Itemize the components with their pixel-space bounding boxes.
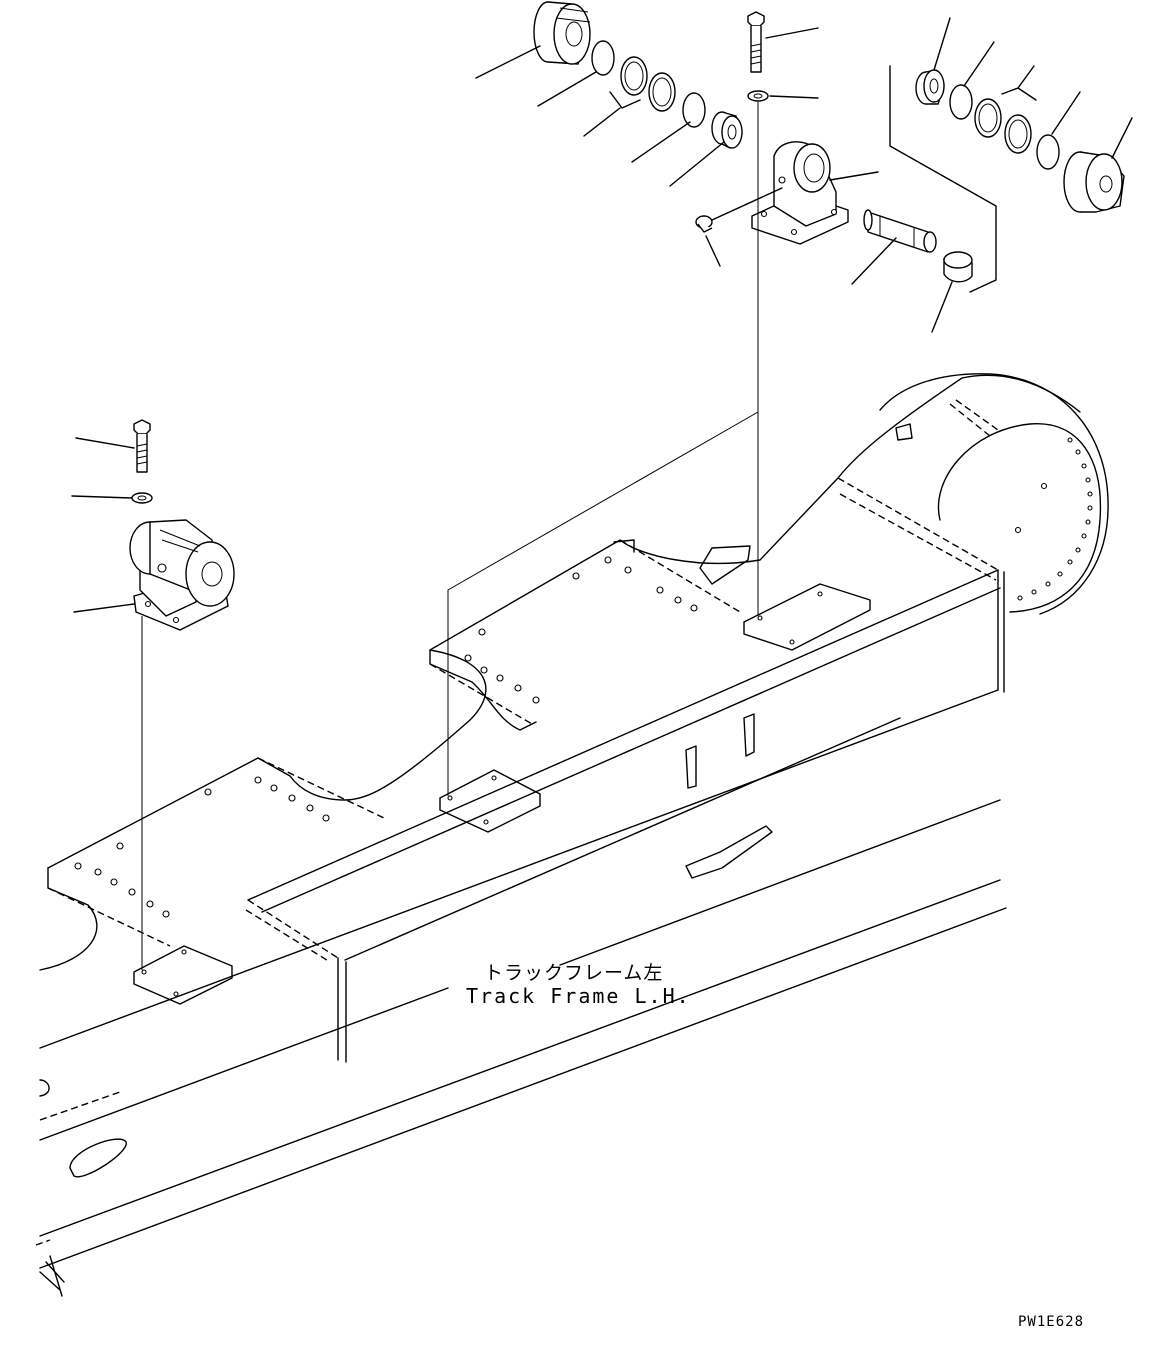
kit-bracket-outline: [889, 65, 997, 293]
roller-cap-icon: [1063, 151, 1125, 213]
plug-icon: [695, 215, 713, 233]
pad-right: [743, 583, 871, 651]
exploded-roller-parts: [447, 1, 1133, 796]
pad-left: [133, 945, 233, 1005]
drawing-code: PW1E628: [1018, 1314, 1085, 1330]
idler-ring-holes: [1014, 437, 1093, 601]
o-ring-2-icon: [682, 92, 706, 128]
washer-left-icon: [131, 492, 153, 504]
frame-brackets: [613, 423, 913, 879]
shaft-icon: [863, 209, 937, 253]
track-frame-lh: [35, 373, 1109, 1297]
bearing-icon: [915, 69, 945, 105]
bushing-icon: [943, 251, 973, 283]
carrier-roller-assembly-left: [71, 419, 235, 970]
roller-bracket-icon: [751, 141, 849, 245]
frame-plate-holes: [74, 556, 698, 918]
o-ring-1-icon: [591, 40, 615, 76]
pad-middle: [439, 769, 541, 833]
carrier-roller-left-icon: [129, 519, 235, 631]
washer-top-icon: [747, 90, 769, 102]
collar-icon: [711, 111, 743, 149]
bolt-top-icon: [747, 11, 765, 73]
roller-wheel-icon: [533, 1, 591, 65]
o-ring-3-icon: [949, 84, 973, 120]
o-ring-4-icon: [1036, 134, 1060, 170]
frame-label-japanese: トラックフレーム左: [484, 962, 664, 984]
frame-label-english: Track Frame L.H.: [466, 984, 691, 1008]
bolt-left-icon: [133, 419, 151, 473]
